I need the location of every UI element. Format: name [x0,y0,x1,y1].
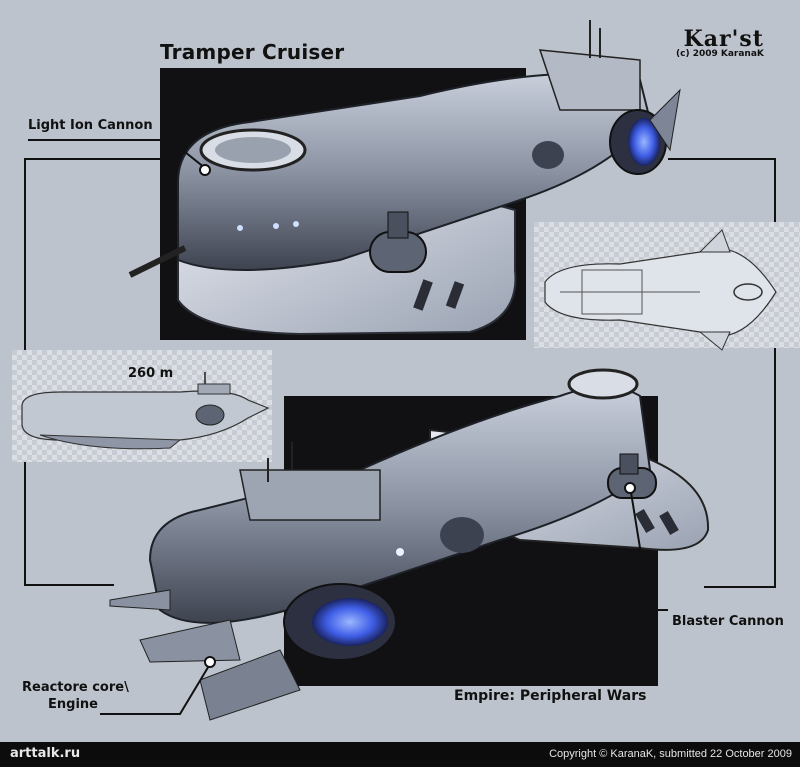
callout-blaster-cannon: Blaster Cannon [672,614,784,629]
top-ship-hero [128,20,681,336]
frame-line-right-vertical-2 [774,348,776,588]
bottom-ship-hero [109,368,710,721]
frame-line-left-vertical-2 [24,462,26,586]
frame-line-right-top [668,158,776,160]
site-logo[interactable]: arttalk.ru [10,746,81,761]
page-title: Tramper Cruiser [160,40,345,64]
callout-length: 260 m [128,366,174,381]
callout-reactor-line1: Reactore core\ [22,680,129,695]
frame-line-left-top [24,158,160,160]
frame-line-right-bottom [704,586,776,588]
leader-blaster-cannon [629,485,668,611]
spaceship-illustration [21,20,777,721]
callout-reactor-line2: Engine [48,697,98,712]
artist-brand: Kar'st (c) 2009 KaranaK [676,26,764,59]
callout-light-ion-cannon: Light Ion Cannon [28,118,153,133]
footer-bar: arttalk.ru Copyright © KaranaK, submitte… [0,742,800,767]
frame-line-left-vertical [24,158,26,350]
frame-line-right-vertical [774,158,776,222]
brand-name: Kar'st [683,26,764,52]
leader-reactor-core [100,663,211,715]
frame-line-left-bottom [24,584,114,586]
subtitle-empire: Empire: Peripheral Wars [454,688,647,704]
leader-light-ion-cannon [28,139,206,169]
ship-top-view-blueprint [544,229,777,351]
brand-copyright: (c) 2009 KaranaK [676,49,764,59]
ship-side-view-blueprint [21,372,270,450]
footer-copyright: Copyright © KaranaK, submitted 22 Octobe… [549,748,792,760]
